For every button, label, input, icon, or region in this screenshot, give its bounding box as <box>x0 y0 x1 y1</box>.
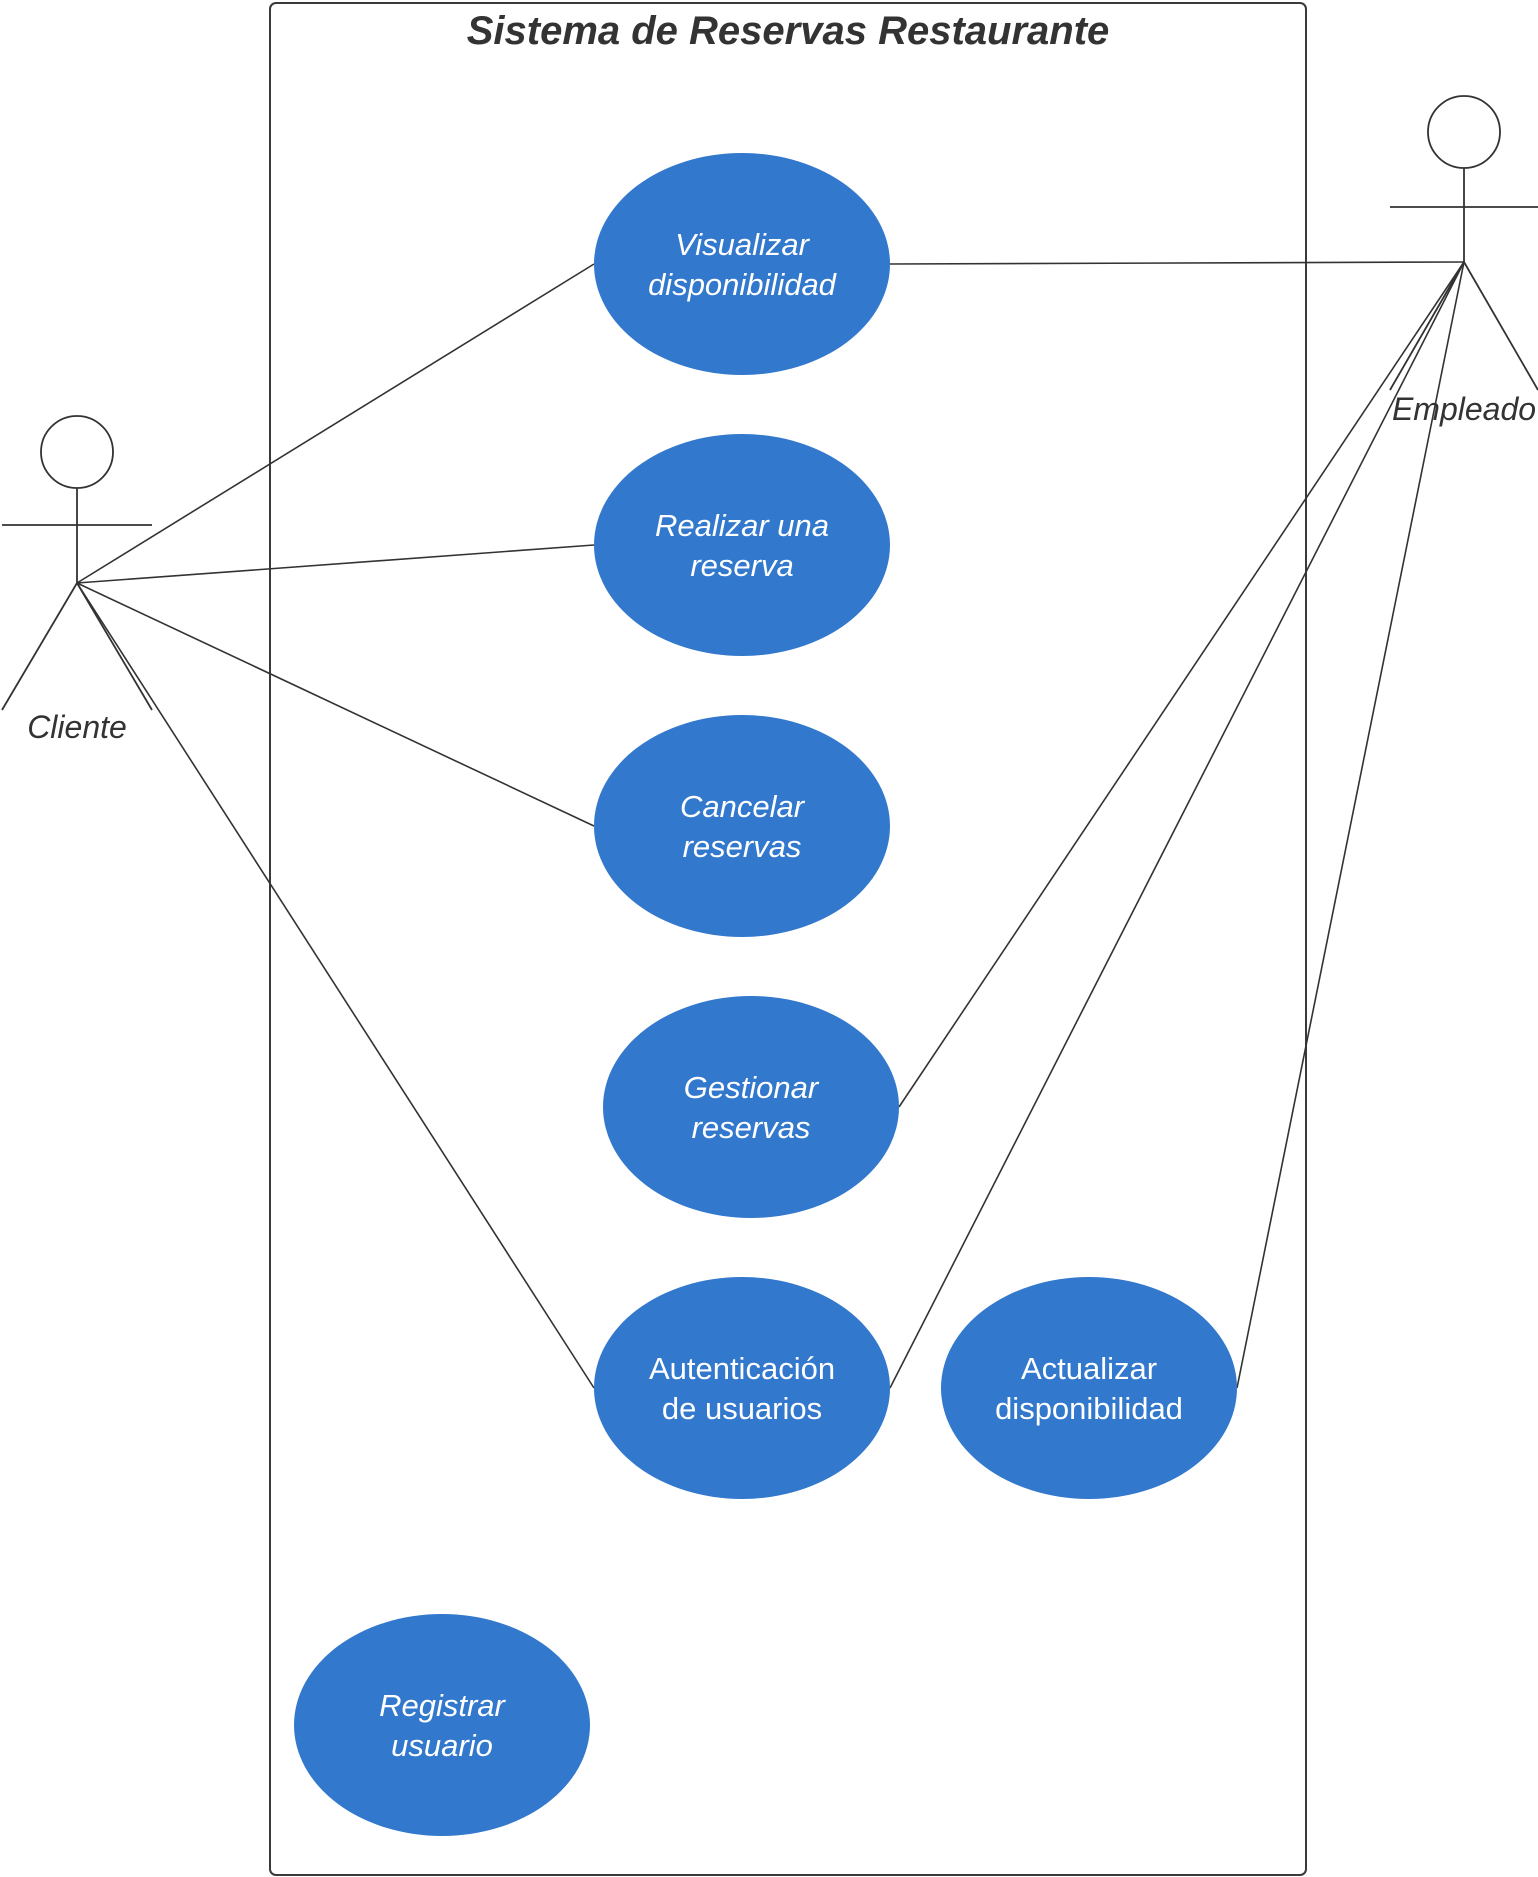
use-case-label: usuario <box>391 1728 493 1763</box>
use-case-label: Gestionar <box>684 1070 820 1105</box>
actor-left-leg <box>1 582 78 711</box>
actor-label: Empleado <box>1392 391 1536 427</box>
actor-cliente[interactable]: Cliente <box>1 415 153 745</box>
actor-right-leg <box>1463 261 1538 391</box>
use-case-ellipse <box>594 1277 890 1499</box>
use-case-ellipse <box>941 1277 1237 1499</box>
association-empleado-gestionar <box>898 261 1465 1108</box>
use-case-label: de usuarios <box>662 1391 822 1426</box>
system-title: Sistema de Reservas Restaurante <box>467 9 1110 53</box>
use-case-label: Cancelar <box>680 789 806 824</box>
use-case-realizar[interactable]: Realizar una reserva <box>594 434 890 656</box>
actor-head <box>40 415 114 489</box>
actor-empleado[interactable]: Empleado <box>1389 95 1538 427</box>
use-case-cancelar[interactable]: Cancelar reservas <box>594 715 890 937</box>
association-cliente-cancelar <box>76 582 595 827</box>
use-case-ellipse <box>594 153 890 375</box>
use-case-ellipse <box>294 1614 590 1836</box>
actor-left-leg <box>1389 261 1465 391</box>
use-case-ellipse <box>594 434 890 656</box>
use-case-label: disponibilidad <box>995 1391 1183 1426</box>
use-case-label: Visualizar <box>675 227 811 262</box>
use-case-label: disponibilidad <box>648 267 838 302</box>
use-case-gestionar[interactable]: Gestionar reservas <box>603 996 899 1218</box>
use-case-label: Realizar una <box>655 508 829 543</box>
use-case-visualizar[interactable]: Visualizar disponibilidad <box>594 153 890 375</box>
actors: Cliente Empleado <box>1 95 1538 745</box>
use-case-label: reservas <box>692 1110 811 1145</box>
use-case-label: Actualizar <box>1021 1351 1157 1386</box>
use-case-label: Autenticación <box>649 1351 835 1386</box>
use-case-autenticacion[interactable]: Autenticación de usuarios <box>594 1277 890 1499</box>
actor-right-leg <box>76 582 153 711</box>
use-case-label: reservas <box>683 829 802 864</box>
use-case-label: Registrar <box>379 1688 506 1723</box>
association-cliente-realizar <box>76 544 595 584</box>
use-case-actualizar[interactable]: Actualizar disponibilidad <box>941 1277 1237 1499</box>
association-empleado-visualizar <box>889 261 1465 265</box>
association-empleado-actualizar <box>1236 261 1465 1389</box>
actor-label: Cliente <box>27 709 127 745</box>
association-empleado-autenticacion <box>889 261 1465 1389</box>
use-case-registrar[interactable]: Registrar usuario <box>294 1614 590 1836</box>
associations <box>76 261 1465 1389</box>
use-case-ellipse <box>594 715 890 937</box>
association-cliente-visualizar <box>76 263 595 584</box>
use-case-ellipse <box>603 996 899 1218</box>
use-case-label: reserva <box>690 548 793 583</box>
association-cliente-autenticacion <box>76 582 595 1389</box>
actor-head <box>1427 95 1501 169</box>
